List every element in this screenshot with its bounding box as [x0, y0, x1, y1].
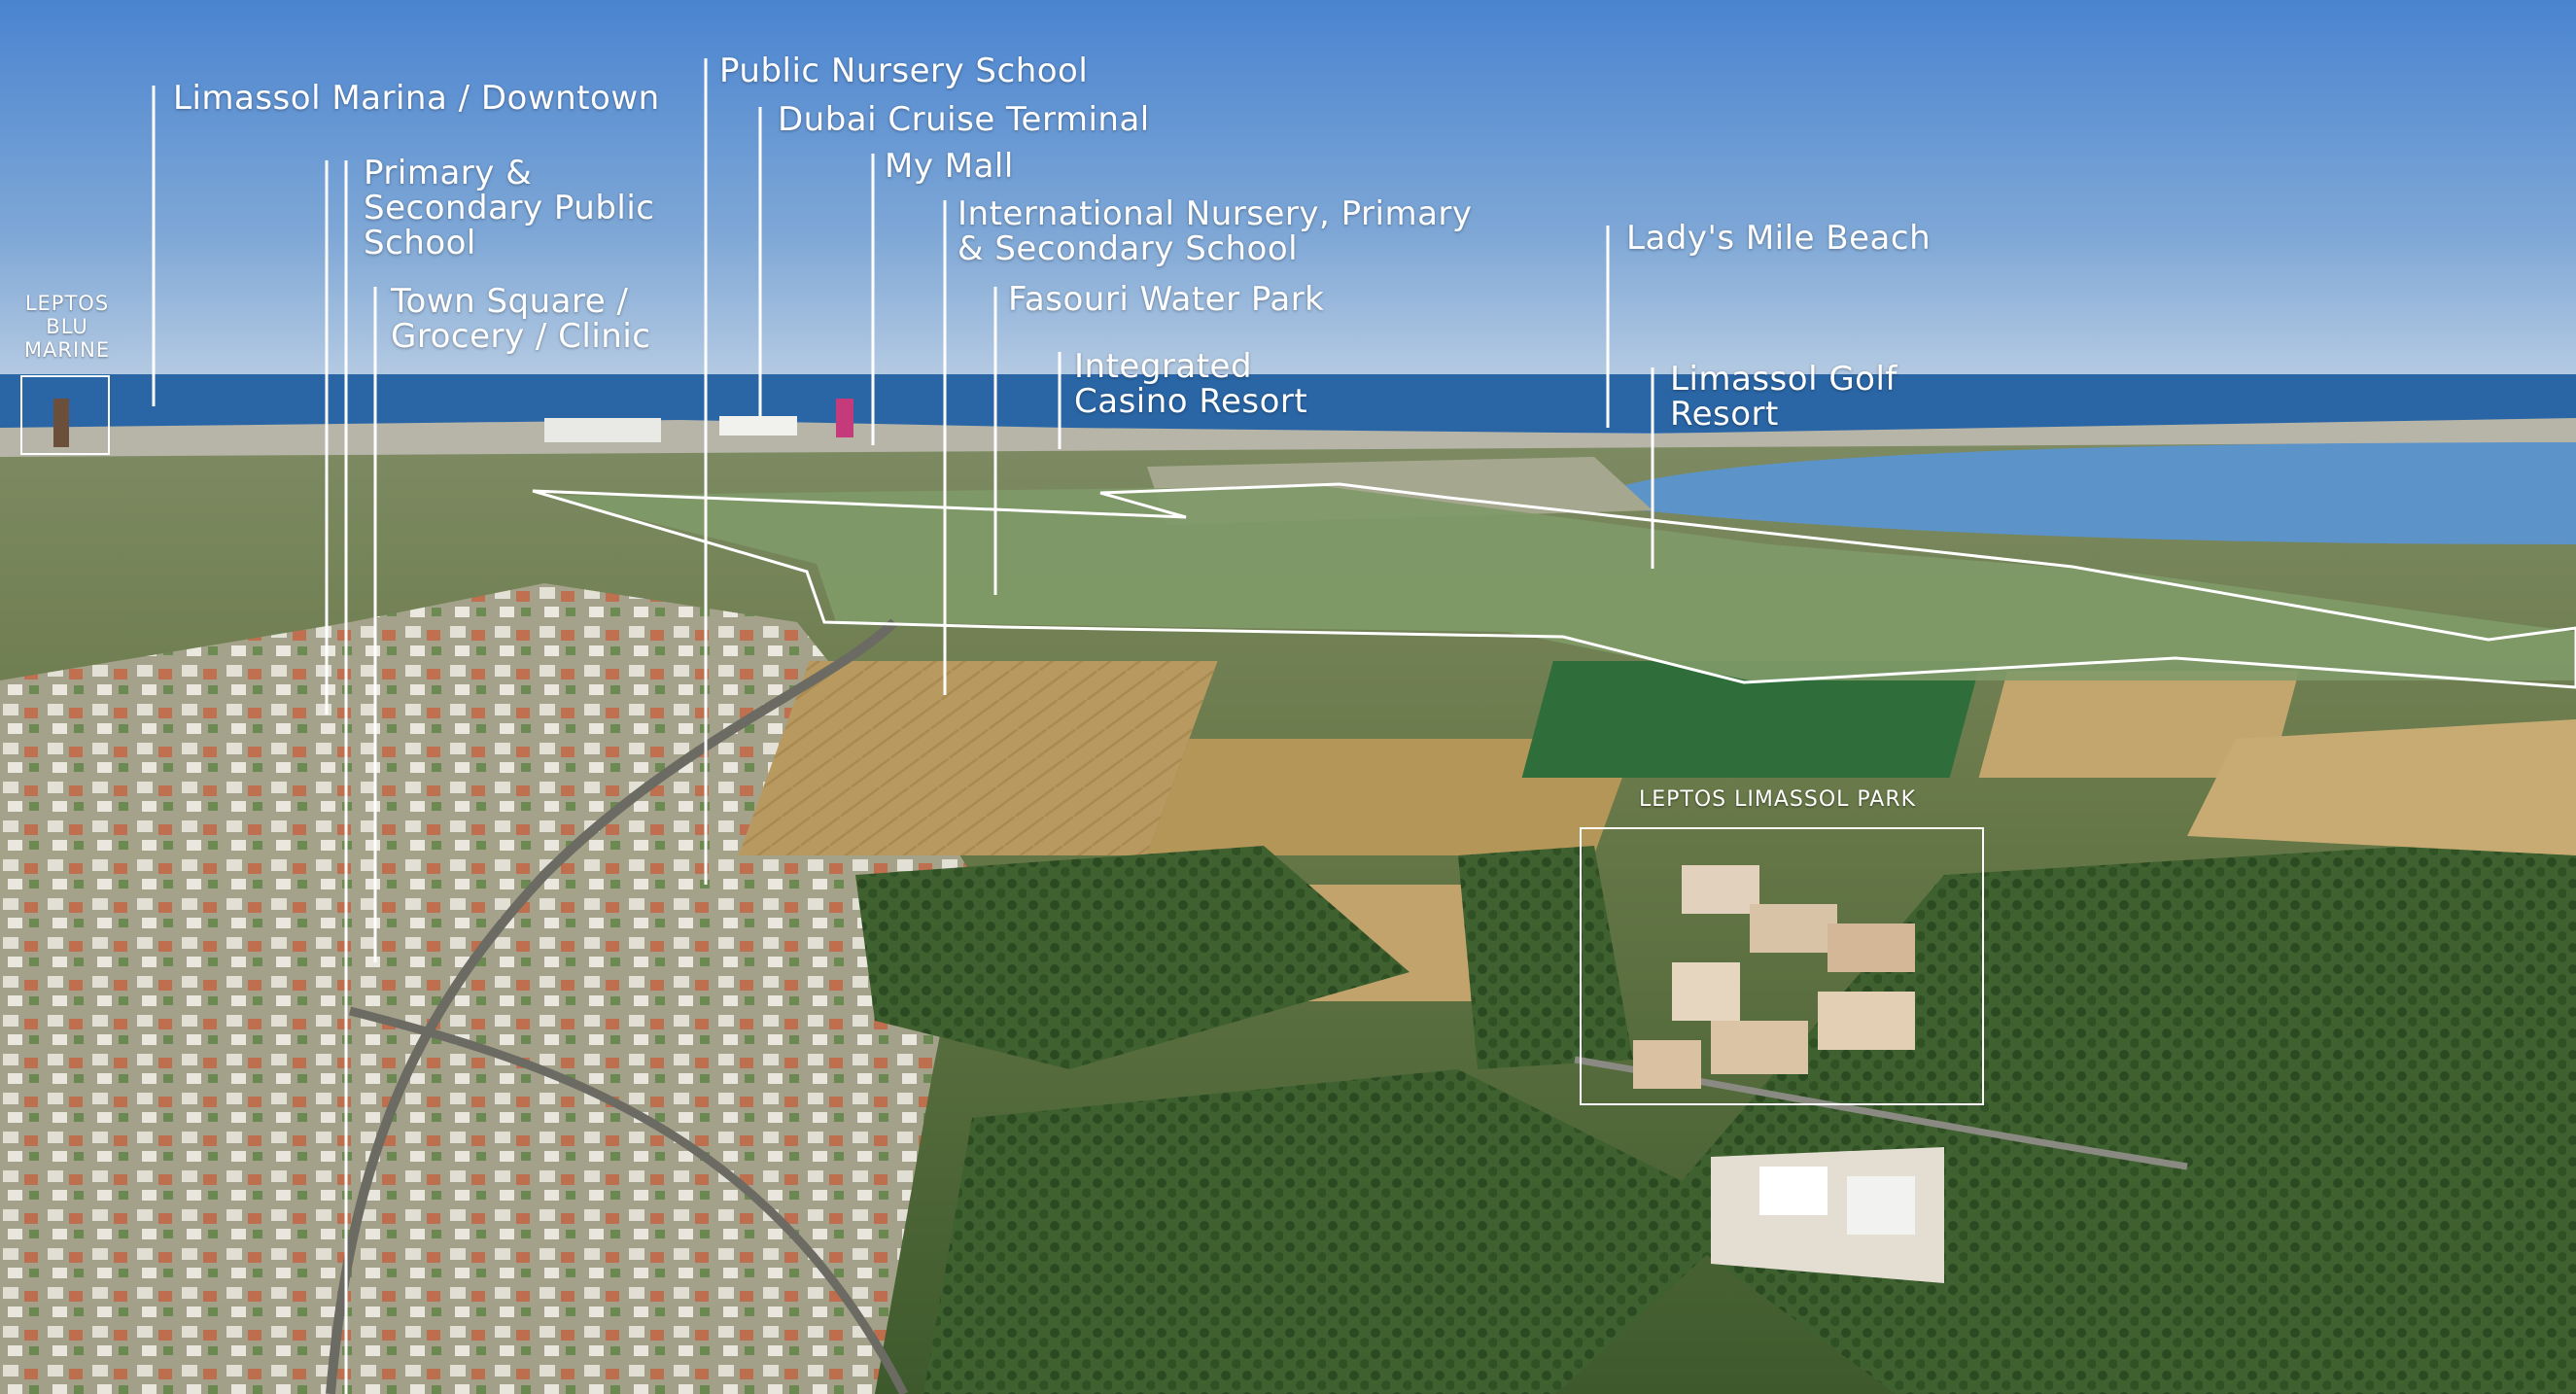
label-dubai-cruise-terminal: Dubai Cruise Terminal: [778, 100, 1150, 139]
label-my-mall: My Mall: [885, 147, 1014, 186]
label-international-school: International Nursery, Primary & Seconda…: [957, 194, 1473, 268]
label-limassol-marina: Limassol Marina / Downtown: [173, 79, 660, 118]
label-integrated-casino-resort: Integrated Casino Resort: [1074, 347, 1308, 421]
label-limassol-golf-resort: Limassol Golf Resort: [1670, 360, 1897, 434]
label-leptos-blu-marine: LEPTOS BLU MARINE: [23, 292, 111, 362]
label-fasouri-water-park: Fasouri Water Park: [1008, 280, 1325, 319]
label-ladys-mile-beach: Lady's Mile Beach: [1626, 219, 1932, 258]
label-primary-secondary-public-school: Primary & Secondary Public School: [364, 154, 655, 262]
label-town-square: Town Square / Grocery / Clinic: [391, 282, 651, 356]
label-leptos-limassol-park: LEPTOS LIMASSOL PARK: [1639, 787, 1917, 812]
label-public-nursery-school: Public Nursery School: [719, 52, 1089, 90]
